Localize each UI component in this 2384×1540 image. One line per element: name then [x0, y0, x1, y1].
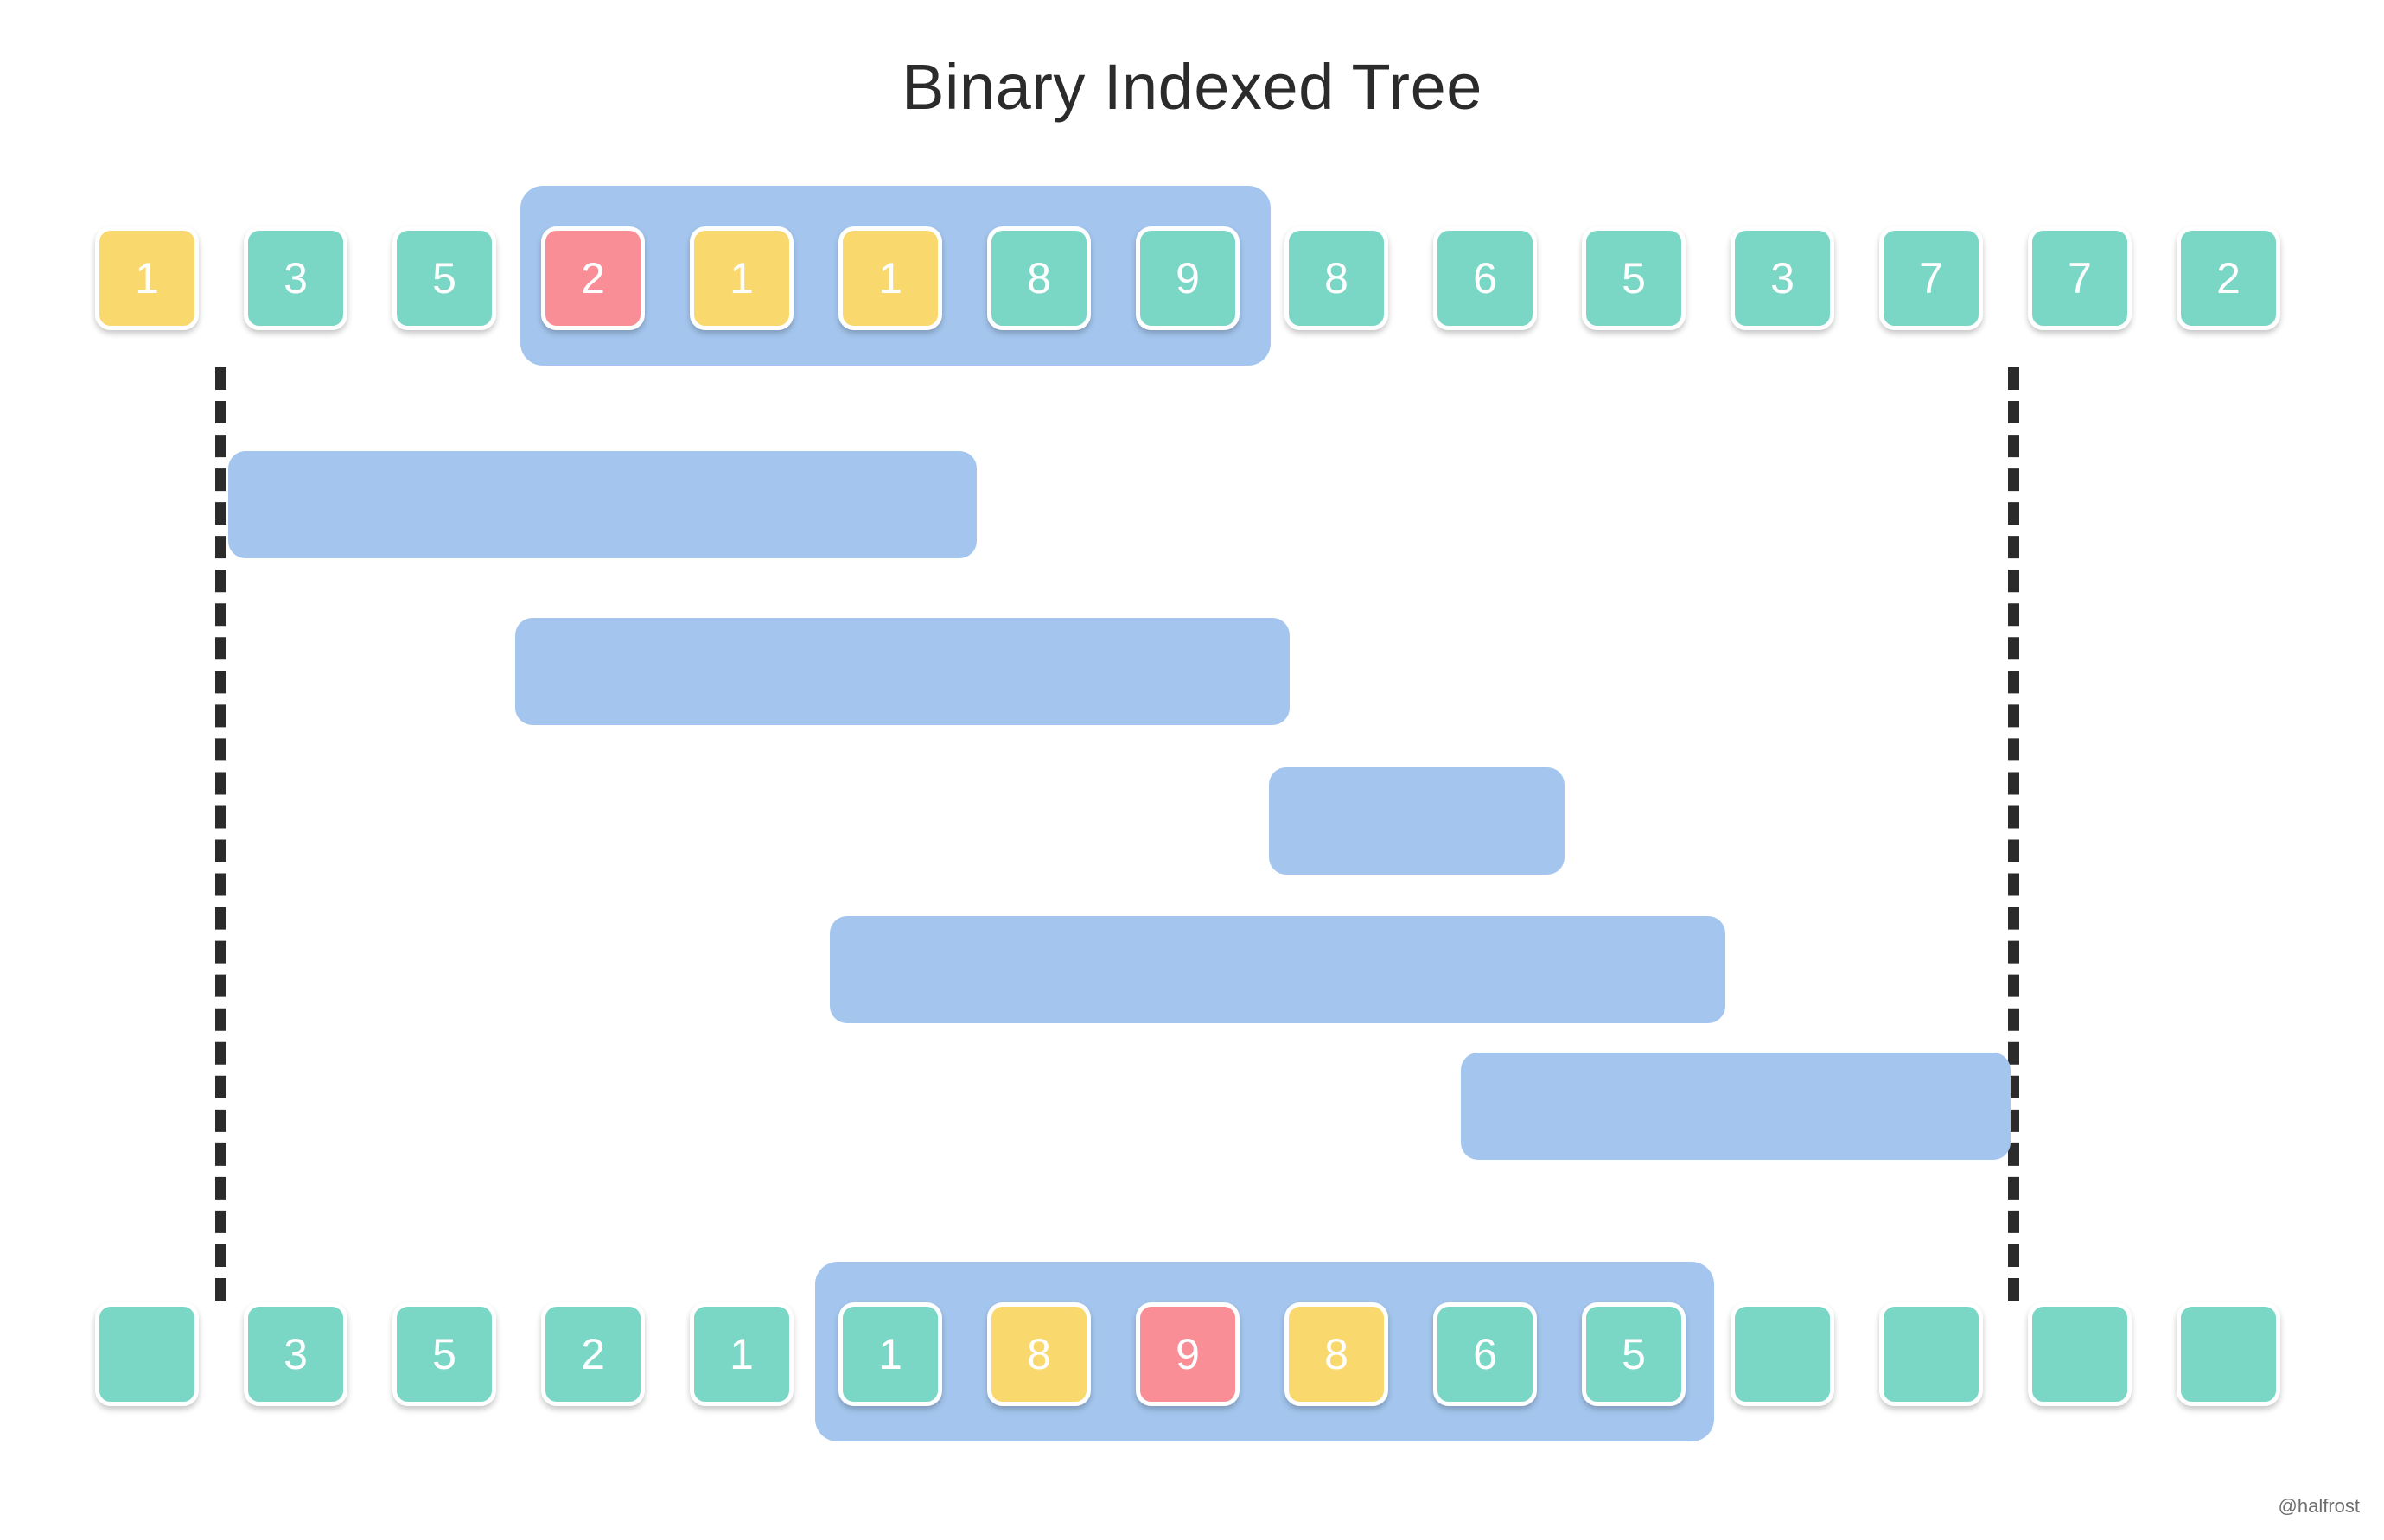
- top-cell-12[interactable]: 7: [1879, 226, 1983, 330]
- guide-right: [2008, 367, 2019, 1301]
- range-bar-1: [228, 451, 977, 558]
- top-cell-5[interactable]: 1: [838, 226, 942, 330]
- top-cell-7[interactable]: 9: [1136, 226, 1240, 330]
- bottom-cell-10-value: 5: [1622, 1330, 1646, 1378]
- top-cell-0-value: 1: [135, 254, 159, 302]
- top-cell-2[interactable]: 5: [392, 226, 496, 330]
- top-cell-4-value: 1: [730, 254, 754, 302]
- bottom-cell-10[interactable]: 5: [1582, 1302, 1686, 1406]
- range-bar-4: [830, 916, 1725, 1023]
- bottom-cell-8[interactable]: 8: [1284, 1302, 1388, 1406]
- top-cell-5-value: 1: [878, 254, 902, 302]
- bottom-cell-9[interactable]: 6: [1433, 1302, 1537, 1406]
- bottom-cell-2-value: 5: [432, 1330, 456, 1378]
- top-cell-8-value: 8: [1324, 254, 1348, 302]
- top-cell-14[interactable]: 2: [2177, 226, 2280, 330]
- top-cell-1-value: 3: [284, 254, 308, 302]
- range-bar-2: [515, 618, 1290, 725]
- bottom-cell-13[interactable]: [2028, 1302, 2132, 1406]
- top-cell-11-value: 3: [1770, 254, 1794, 302]
- guide-left: [215, 367, 226, 1301]
- top-cell-4[interactable]: 1: [690, 226, 794, 330]
- bottom-cell-3[interactable]: 2: [541, 1302, 645, 1406]
- bottom-cell-2[interactable]: 5: [392, 1302, 496, 1406]
- top-cell-13-value: 7: [2068, 254, 2092, 302]
- top-cell-8[interactable]: 8: [1284, 226, 1388, 330]
- bottom-cell-4[interactable]: 1: [690, 1302, 794, 1406]
- bottom-cell-12[interactable]: [1879, 1302, 1983, 1406]
- top-cell-12-value: 7: [1919, 254, 1943, 302]
- bottom-cell-14[interactable]: [2177, 1302, 2280, 1406]
- range-bar-5: [1461, 1053, 2011, 1160]
- bottom-cell-6-value: 8: [1027, 1330, 1051, 1378]
- bottom-cell-8-value: 8: [1324, 1330, 1348, 1378]
- watermark: @halfrost: [2278, 1495, 2360, 1517]
- top-cell-3[interactable]: 2: [541, 226, 645, 330]
- bottom-cell-1[interactable]: 3: [244, 1302, 347, 1406]
- top-cell-13[interactable]: 7: [2028, 226, 2132, 330]
- bottom-cell-7[interactable]: 9: [1136, 1302, 1240, 1406]
- top-cell-10[interactable]: 5: [1582, 226, 1686, 330]
- bottom-cell-6[interactable]: 8: [987, 1302, 1091, 1406]
- bottom-cell-1-value: 3: [284, 1330, 308, 1378]
- bottom-row-highlight-box: [815, 1262, 1714, 1441]
- top-cell-3-value: 2: [581, 254, 605, 302]
- top-cell-14-value: 2: [2216, 254, 2241, 302]
- top-cell-0[interactable]: 1: [95, 226, 199, 330]
- bottom-cell-5-value: 1: [878, 1330, 902, 1378]
- page-title: Binary Indexed Tree: [902, 51, 1482, 123]
- top-cell-9-value: 6: [1473, 254, 1497, 302]
- top-cell-2-value: 5: [432, 254, 456, 302]
- bottom-cell-5[interactable]: 1: [838, 1302, 942, 1406]
- bottom-cell-9-value: 6: [1473, 1330, 1497, 1378]
- top-cell-11[interactable]: 3: [1731, 226, 1834, 330]
- top-cell-6-value: 8: [1027, 254, 1051, 302]
- top-cell-6[interactable]: 8: [987, 226, 1091, 330]
- bottom-cell-11[interactable]: [1731, 1302, 1834, 1406]
- top-cell-10-value: 5: [1622, 254, 1646, 302]
- bottom-cell-3-value: 2: [581, 1330, 605, 1378]
- top-cell-7-value: 9: [1176, 254, 1200, 302]
- top-cell-1[interactable]: 3: [244, 226, 347, 330]
- range-bar-3: [1269, 767, 1565, 875]
- bottom-cell-0[interactable]: [95, 1302, 199, 1406]
- top-cell-9[interactable]: 6: [1433, 226, 1537, 330]
- bottom-cell-7-value: 9: [1176, 1330, 1200, 1378]
- bottom-cell-4-value: 1: [730, 1330, 754, 1378]
